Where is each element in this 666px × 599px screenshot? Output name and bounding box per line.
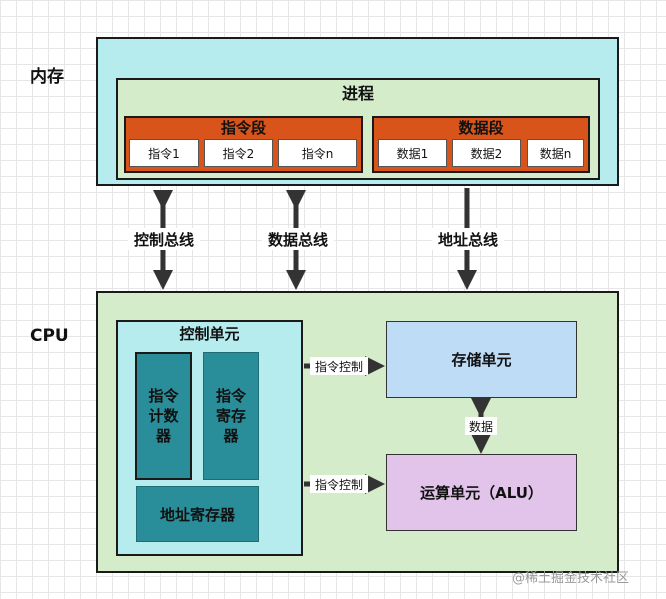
memory-label: 内存: [30, 67, 64, 87]
address-bus-label: 地址总线: [432, 228, 504, 250]
instruction-register: 指令 寄存 器: [203, 352, 259, 480]
data-cell-n: 数据n: [527, 139, 584, 167]
address-register: 地址寄存器: [136, 486, 259, 542]
data-cell-1: 数据1: [378, 139, 447, 167]
process-title: 进程: [341, 84, 374, 103]
watermark-text: @稀土掘金技术社区: [512, 571, 630, 586]
control-unit-title: 控制单元: [179, 324, 240, 343]
alu-box: 运算单元（ALU）: [386, 454, 577, 531]
storage-alu-edge-label: 数据: [465, 417, 497, 435]
instruction-cell-2: 指令2: [204, 139, 273, 167]
program-counter-register: 指令 计数 器: [135, 352, 192, 480]
instruction-cell-n: 指令n: [278, 139, 357, 167]
data-bus-label: 数据总线: [262, 228, 334, 250]
cpu-label: CPU: [30, 326, 69, 346]
data-segment-title: 数据段: [458, 118, 504, 137]
storage-unit-box: 存储单元: [386, 321, 577, 398]
data-cell-2: 数据2: [452, 139, 521, 167]
to-storage-edge-label: 指令控制: [310, 357, 368, 375]
instruction-segment-title: 指令段: [220, 118, 266, 137]
instruction-cell-1: 指令1: [129, 139, 199, 167]
control-bus-label: 控制总线: [128, 228, 200, 250]
to-alu-edge-label: 指令控制: [310, 475, 368, 493]
